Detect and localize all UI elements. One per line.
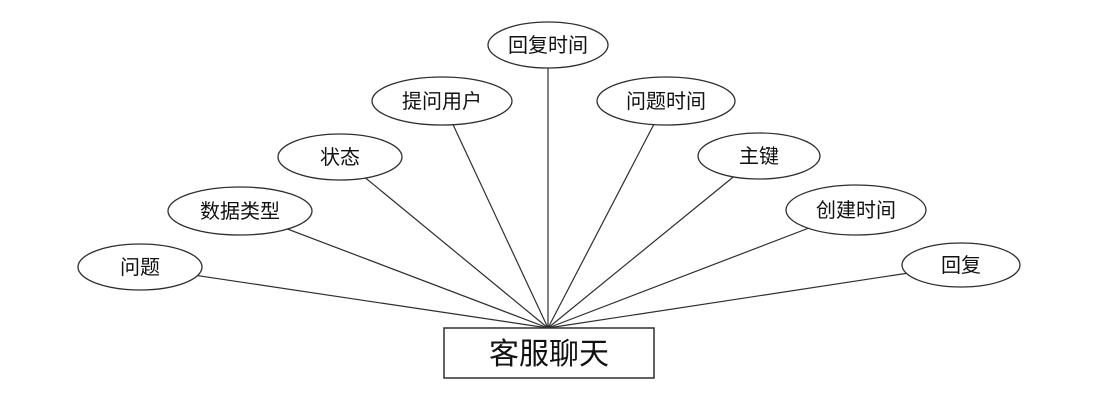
attribute-ellipse-asking-user [371,76,513,126]
attribute-label-question: 问题 [120,256,160,279]
attribute-ellipse-create-time [785,184,927,236]
attribute-label-asking-user: 提问用户 [402,90,482,113]
attribute-ellipse-data-type [167,186,313,236]
attribute-label-create-time: 创建时间 [816,199,896,222]
attribute-label-reply-time: 回复时间 [508,34,588,57]
connector-line-question [139,266,549,329]
attribute-ellipse-status [277,133,403,181]
attribute-label-reply: 回复 [941,254,981,277]
attribute-ellipse-primary-key [697,132,821,180]
attribute-label-question-time: 问题时间 [626,90,706,113]
attribute-ellipse-reply [901,242,1021,288]
attribute-label-status: 状态 [320,146,360,169]
connector-line-question-time [547,100,667,329]
attribute-ellipse-reply-time [487,21,609,69]
attribute-label-data-type: 数据类型 [200,200,280,223]
attribute-ellipse-question [77,243,203,291]
attribute-label-primary-key: 主键 [739,145,779,168]
attribute-ellipse-question-time [596,76,736,126]
connector-lines [139,45,962,329]
connector-line-primary-key [547,155,760,329]
connector-line-create-time [547,209,857,329]
entity-rect-customer-service-chat [443,327,655,379]
attribute-ellipses [77,21,1021,291]
attribute-labels: 问题 数据类型 状态 提问用户 回复时间 问题时间 主键 创建时间 回复 [120,34,981,279]
connector-line-reply [547,264,962,329]
connector-line-data-type [239,210,549,329]
entity-label-customer-service-chat: 客服聊天 [489,338,609,371]
connector-line-status [339,156,549,329]
connector-line-asking-user [441,100,549,329]
